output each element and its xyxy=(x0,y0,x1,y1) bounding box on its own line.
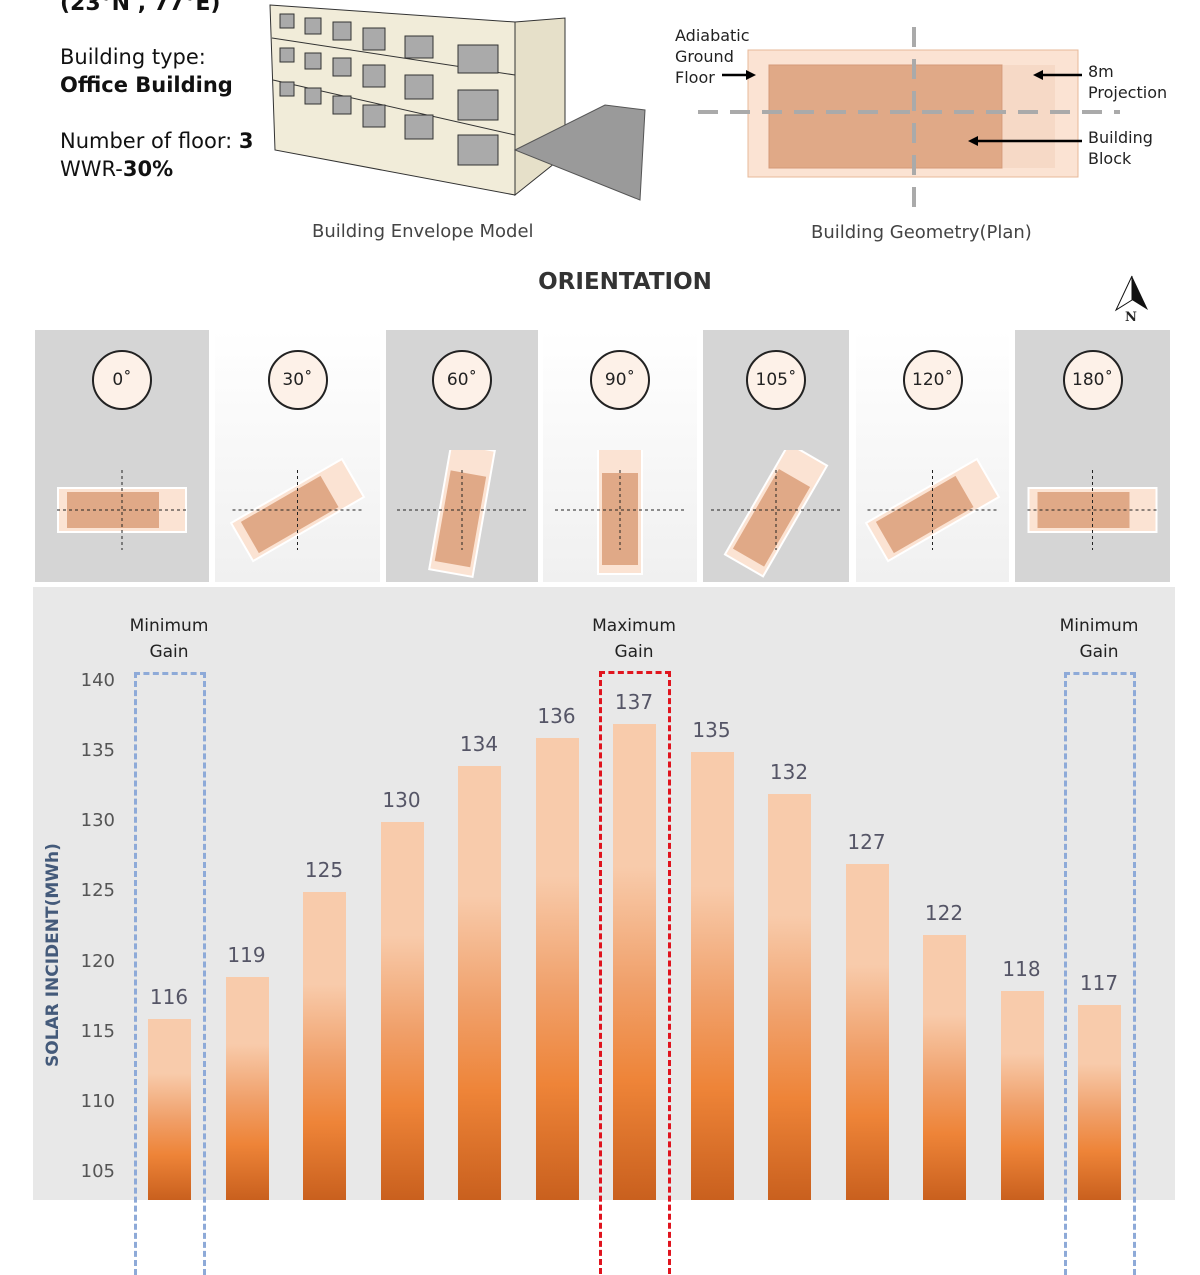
orientation-panel-5: 120˚ xyxy=(856,330,1009,582)
model-caption: Building Envelope Model xyxy=(312,221,534,242)
bar-value-label: 136 xyxy=(537,704,576,729)
bar-value-label: 125 xyxy=(304,858,344,883)
building-envelope-model xyxy=(269,4,646,201)
bar-value-label: 130 xyxy=(382,788,421,813)
orientation-title: ORIENTATION xyxy=(538,269,712,295)
bar-6 xyxy=(613,724,656,1200)
building-block-label: Building Block xyxy=(1088,128,1153,168)
bar-2 xyxy=(303,892,346,1200)
bar-value-label: 118 xyxy=(1002,956,1041,981)
solar-incident-chart: SOLAR INCIDENT(MWh) 140 135 130 125 120 115 11… xyxy=(33,587,1175,1275)
y-tick-label: 135 xyxy=(80,740,115,762)
maximum-gain-highlight xyxy=(599,671,671,1274)
y-axis-label: SOLAR INCIDENT(MWh) xyxy=(43,843,63,1067)
bar-value-label: 116 xyxy=(149,984,189,1009)
bar-value-label: 127 xyxy=(847,830,886,855)
building-plan-diagram xyxy=(698,27,1120,207)
coordinates: (23°N , 77°E) xyxy=(60,0,221,16)
gain-annotation: Minimum Gain xyxy=(1059,616,1139,662)
y-tick-label: 125 xyxy=(80,880,115,902)
y-tick-label: 120 xyxy=(80,950,115,972)
floors-value: 3 xyxy=(238,129,254,153)
building-type-value: Office Building xyxy=(60,73,233,97)
orientation-angle-badge: 120˚ xyxy=(902,350,963,410)
projection-label: 8m Projection xyxy=(1088,62,1168,102)
rotated-plan-icon xyxy=(229,457,366,563)
wwr-label: WWR- xyxy=(60,157,123,181)
adiabatic-ground-floor-label: Adiabatic Ground Floor xyxy=(675,26,750,87)
bar-value-label: 119 xyxy=(227,942,266,967)
orientation-angle-badge: 60˚ xyxy=(432,350,492,410)
bar-9 xyxy=(845,864,889,1200)
y-tick-label: 115 xyxy=(80,1020,115,1042)
building-type: Building type: Office Building xyxy=(60,43,233,99)
bar-12 xyxy=(1078,1004,1121,1200)
building-type-label: Building type: xyxy=(60,45,206,69)
bar-value-label: 117 xyxy=(1079,970,1119,995)
bar-10 xyxy=(923,934,966,1200)
bar-value-label: 137 xyxy=(614,690,654,715)
bar-value-label: 132 xyxy=(769,760,809,785)
orientation-angle-badge: 105˚ xyxy=(746,350,806,410)
y-tick-label: 110 xyxy=(80,1090,115,1112)
rotated-plan-icon xyxy=(397,450,527,579)
y-tick-label: 130 xyxy=(80,810,115,832)
rotated-plan-icon xyxy=(711,450,841,578)
orientation-panel-0: 0˚ xyxy=(35,330,209,582)
gain-annotation: Minimum Gain xyxy=(129,616,209,662)
gain-annotation: Maximum Gain xyxy=(592,616,676,662)
minimum-gain-highlight xyxy=(1064,672,1136,1275)
wwr-value: 30% xyxy=(122,157,174,181)
bar-value-label: 134 xyxy=(459,732,499,757)
bar-5 xyxy=(535,738,579,1200)
plan-caption: Building Geometry(Plan) xyxy=(811,222,1032,243)
rotated-plan-icon xyxy=(555,450,685,575)
bar-3 xyxy=(380,822,424,1200)
orientation-panel-1: 30˚ xyxy=(215,330,380,582)
orientation-panel-3: 90˚ xyxy=(543,330,697,582)
rotated-plan-icon xyxy=(1027,470,1158,550)
bar-7 xyxy=(690,752,734,1200)
orientation-panel-6: 180˚ xyxy=(1015,330,1170,582)
bar-1 xyxy=(225,976,269,1200)
floor-info: Number of floor: 3 WWR-30% xyxy=(60,127,254,183)
bar-value-label: 122 xyxy=(924,900,964,925)
bar-value-label: 135 xyxy=(692,718,731,743)
north-arrow-icon xyxy=(1114,275,1148,312)
north-label: N xyxy=(1125,310,1137,325)
rotated-plan-icon xyxy=(864,457,1001,563)
y-tick-label: 105 xyxy=(80,1161,115,1183)
floors-label: Number of floor: xyxy=(60,129,239,153)
rotated-plan-icon xyxy=(57,470,187,550)
orientation-panel-2: 60˚ xyxy=(386,330,538,582)
minimum-gain-highlight xyxy=(134,672,206,1275)
bar-0 xyxy=(148,1018,191,1200)
bar-11 xyxy=(1000,990,1044,1200)
bar-8 xyxy=(768,794,811,1200)
orientation-panel-4: 105˚ xyxy=(703,330,849,582)
y-tick-label: 140 xyxy=(80,670,115,691)
orientation-angle-badge: 90˚ xyxy=(590,350,650,410)
bar-4 xyxy=(458,766,501,1200)
orientation-angle-badge: 180˚ xyxy=(1062,350,1123,410)
orientation-angle-badge: 0˚ xyxy=(92,350,152,410)
orientation-angle-badge: 30˚ xyxy=(267,350,328,410)
